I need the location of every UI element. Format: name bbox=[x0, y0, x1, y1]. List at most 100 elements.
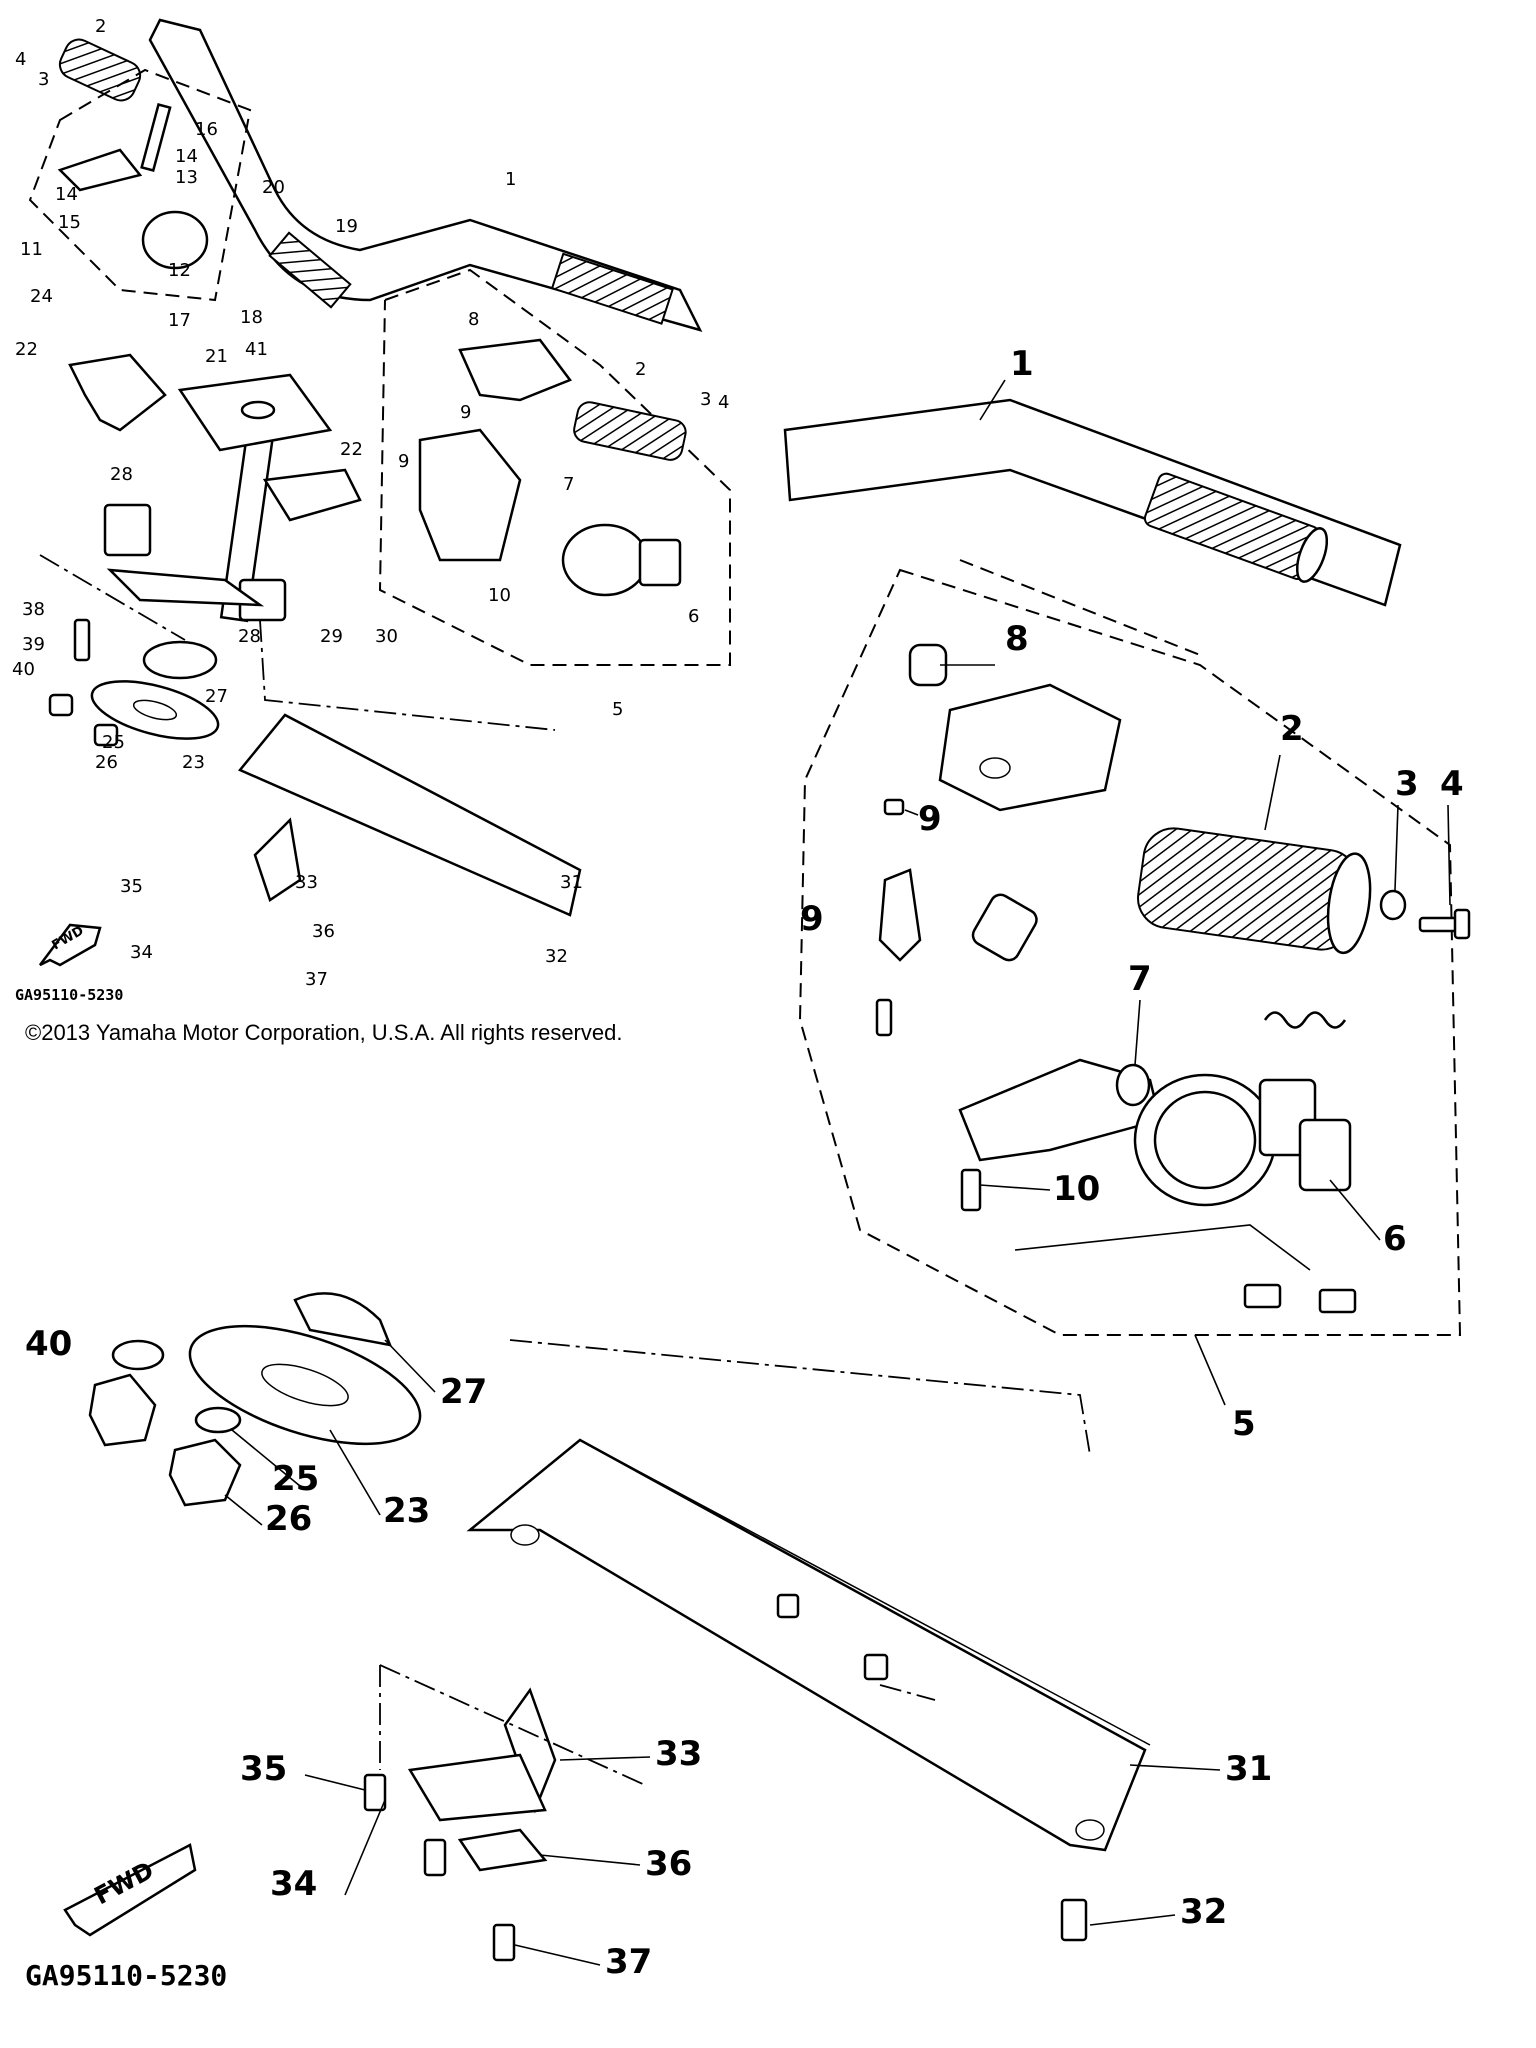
callout-10: 10 bbox=[488, 585, 511, 606]
callout-36: 36 bbox=[312, 921, 335, 942]
callout-6: 6 bbox=[688, 606, 699, 627]
callout-15: 15 bbox=[58, 212, 81, 233]
callout-7: 7 bbox=[563, 474, 574, 495]
leader-line bbox=[224, 1494, 263, 1526]
callout-22: 22 bbox=[340, 439, 363, 460]
leader-line bbox=[539, 1854, 641, 1866]
leader-line bbox=[1264, 754, 1281, 831]
callout-10: 10 bbox=[1053, 1169, 1100, 1209]
callout-2: 2 bbox=[635, 359, 646, 380]
leader-line bbox=[1447, 804, 1451, 906]
leader-line bbox=[1134, 999, 1141, 1066]
callout-8: 8 bbox=[1005, 619, 1029, 659]
callout-26: 26 bbox=[265, 1499, 312, 1539]
callout-33: 33 bbox=[655, 1734, 702, 1774]
callout-34: 34 bbox=[270, 1864, 317, 1904]
callout-20: 20 bbox=[262, 177, 285, 198]
callout-31: 31 bbox=[560, 872, 583, 893]
callout-40: 40 bbox=[12, 659, 35, 680]
callout-40: 40 bbox=[25, 1324, 72, 1364]
callout-3: 3 bbox=[700, 389, 711, 410]
callout-1: 1 bbox=[505, 169, 516, 190]
callout-37: 37 bbox=[305, 969, 328, 990]
leader-line bbox=[304, 1774, 366, 1791]
leader-line bbox=[1089, 1914, 1176, 1926]
callout-27: 27 bbox=[440, 1372, 487, 1412]
callout-16: 16 bbox=[195, 119, 218, 140]
callout-3: 3 bbox=[38, 69, 49, 90]
leader-line bbox=[1129, 1764, 1221, 1771]
callout-7: 7 bbox=[1128, 959, 1152, 999]
callout-28: 28 bbox=[238, 626, 261, 647]
callout-2: 2 bbox=[1280, 709, 1304, 749]
callout-19: 19 bbox=[335, 216, 358, 237]
callout-9: 9 bbox=[460, 402, 471, 423]
callout-9: 9 bbox=[800, 899, 824, 939]
callout-25: 25 bbox=[272, 1459, 319, 1499]
callout-24: 24 bbox=[30, 286, 53, 307]
detail-lower-diagram bbox=[88, 1292, 1151, 1962]
leader-line bbox=[1394, 804, 1399, 891]
callout-4: 4 bbox=[1440, 764, 1464, 804]
leader-line bbox=[344, 1799, 386, 1896]
callout-17: 17 bbox=[168, 310, 191, 331]
callout-41: 41 bbox=[245, 339, 268, 360]
callout-32: 32 bbox=[1180, 1892, 1227, 1932]
callout-39: 39 bbox=[22, 634, 45, 655]
leader-line bbox=[979, 1184, 1051, 1191]
callout-26: 26 bbox=[95, 752, 118, 773]
callout-5: 5 bbox=[1232, 1404, 1256, 1444]
callout-35: 35 bbox=[120, 876, 143, 897]
callout-leaders bbox=[224, 379, 1451, 1966]
leader-line bbox=[231, 1429, 301, 1487]
callout-35: 35 bbox=[240, 1749, 287, 1789]
callout-25: 25 bbox=[102, 732, 125, 753]
callout-14: 14 bbox=[175, 146, 198, 167]
callout-34: 34 bbox=[130, 942, 153, 963]
callout-22: 22 bbox=[15, 339, 38, 360]
callout-13: 13 bbox=[175, 167, 198, 188]
callout-33: 33 bbox=[295, 872, 318, 893]
callout-31: 31 bbox=[1225, 1749, 1272, 1789]
leader-line bbox=[979, 379, 1006, 421]
callout-6: 6 bbox=[1383, 1219, 1407, 1259]
leader-line bbox=[559, 1756, 651, 1761]
diagram-code-small: GA95110-5230 bbox=[15, 986, 123, 1004]
callout-12: 12 bbox=[168, 260, 191, 281]
leader-line bbox=[1194, 1334, 1226, 1406]
callout-14: 14 bbox=[55, 184, 78, 205]
callout-8: 8 bbox=[468, 309, 479, 330]
leader-line bbox=[384, 1339, 436, 1393]
copyright-text: ©2013 Yamaha Motor Corporation, U.S.A. A… bbox=[25, 1020, 622, 1045]
leader-line bbox=[329, 1429, 381, 1516]
callout-29: 29 bbox=[320, 626, 343, 647]
callout-2: 2 bbox=[95, 16, 106, 37]
callout-27: 27 bbox=[205, 686, 228, 707]
callout-38: 38 bbox=[22, 599, 45, 620]
callout-23: 23 bbox=[182, 752, 205, 773]
leader-line bbox=[904, 809, 919, 816]
callout-11: 11 bbox=[20, 239, 43, 260]
callout-5: 5 bbox=[612, 699, 623, 720]
callout-18: 18 bbox=[240, 307, 263, 328]
fwd-arrow-icon bbox=[39, 923, 197, 1937]
callout-36: 36 bbox=[645, 1844, 692, 1884]
overview-diagram bbox=[28, 18, 731, 917]
diagram-code-large: GA95110-5230 bbox=[25, 1959, 227, 1992]
callout-3: 3 bbox=[1395, 764, 1419, 804]
leader-line bbox=[514, 1944, 601, 1966]
callout-1: 1 bbox=[1010, 344, 1034, 384]
callout-28: 28 bbox=[110, 464, 133, 485]
callout-30: 30 bbox=[375, 626, 398, 647]
callout-4: 4 bbox=[718, 392, 729, 413]
fwd-label-large: FWD bbox=[90, 1856, 159, 1910]
callout-32: 32 bbox=[545, 946, 568, 967]
callout-9: 9 bbox=[918, 799, 942, 839]
leader-line bbox=[1329, 1179, 1381, 1241]
callout-9: 9 bbox=[398, 451, 409, 472]
